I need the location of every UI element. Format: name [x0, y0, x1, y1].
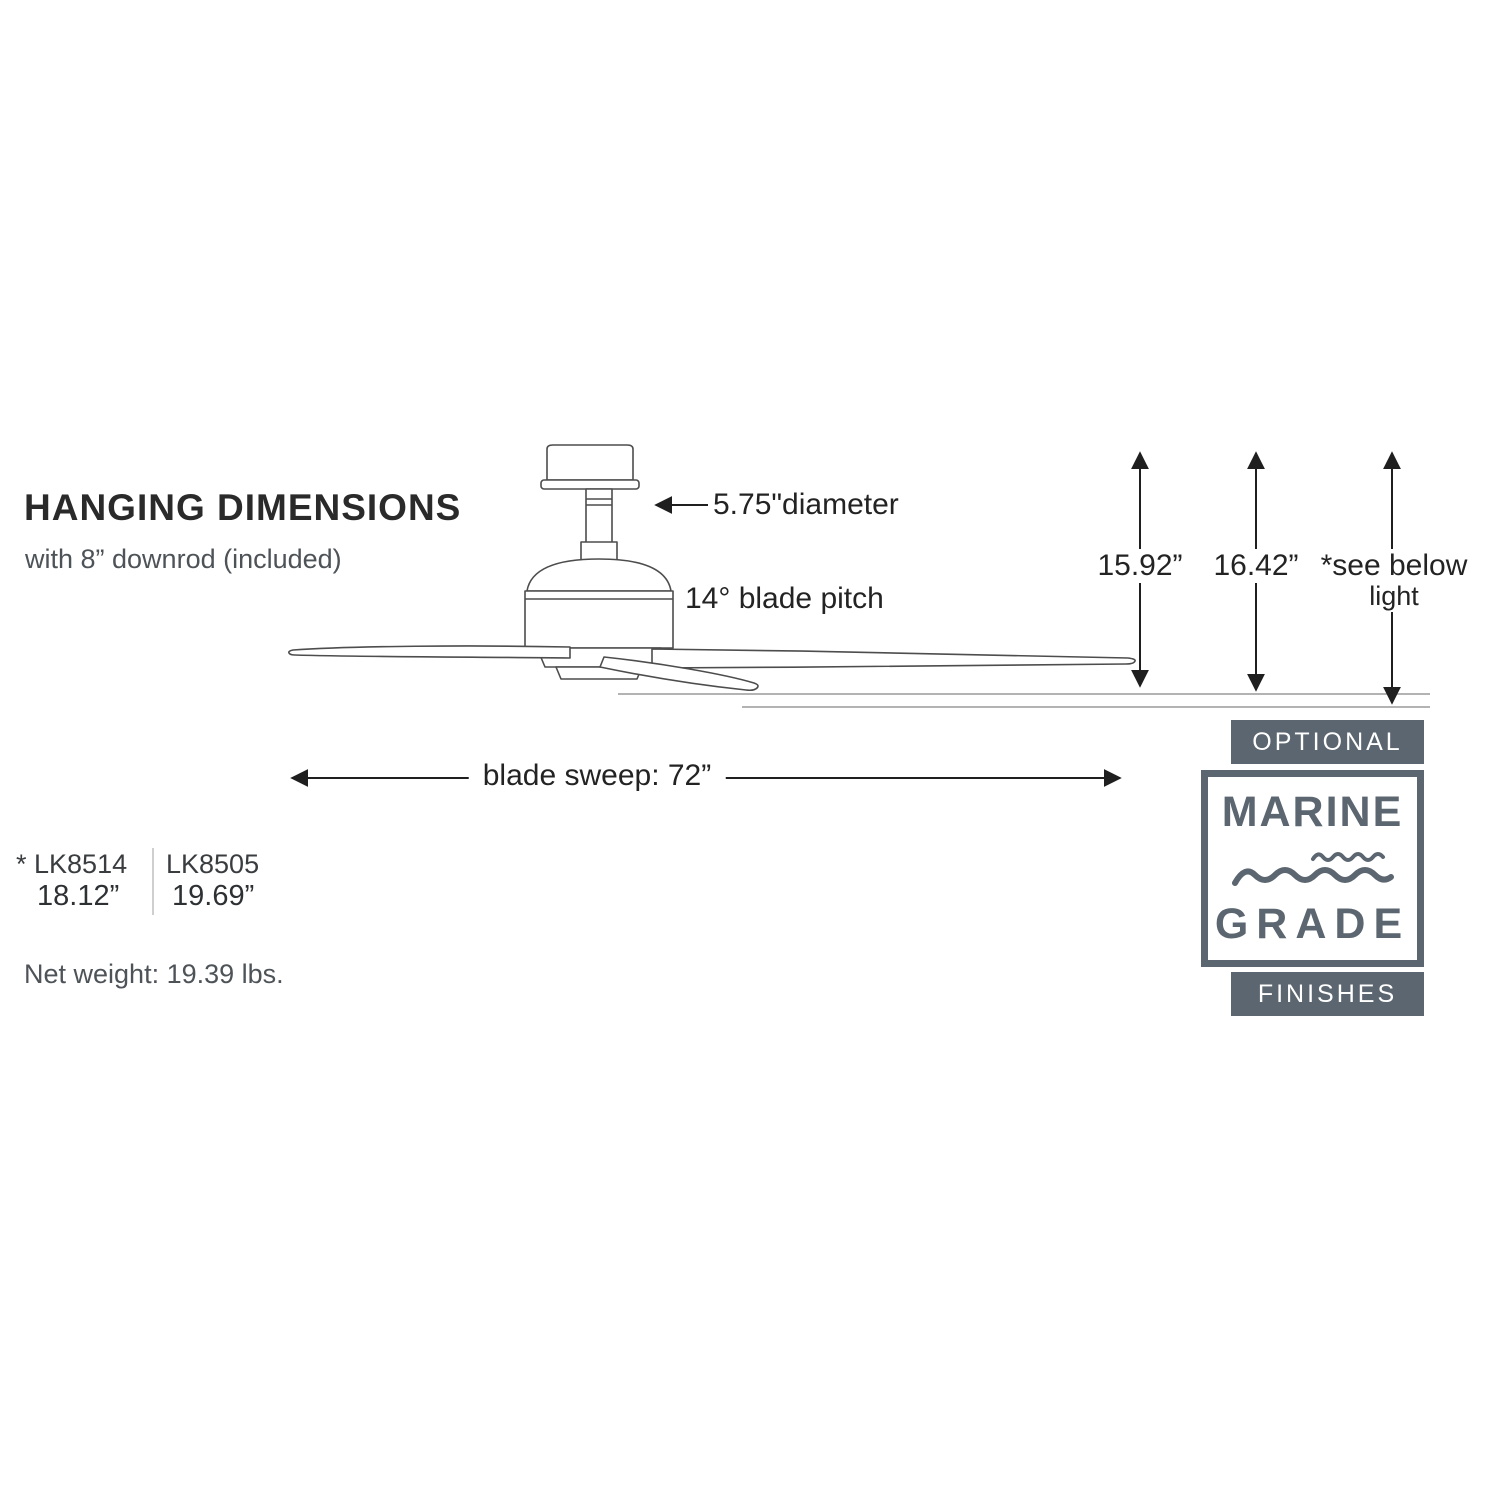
badge-finishes-bar: FINISHES [1231, 972, 1424, 1016]
height-alt-label: 16.42” [1208, 549, 1304, 583]
page-subtitle: with 8” downrod (included) [25, 544, 342, 574]
downrod-diameter-label: 5.75"diameter [713, 488, 899, 521]
height-standard-label: 15.92” [1092, 549, 1188, 583]
page-title: HANGING DIMENSIONS [24, 487, 462, 528]
light-kit-1-model: * LK8514 [16, 849, 128, 879]
marine-grade-badge: MARINE GRADE [1201, 770, 1424, 967]
height-with-light-label: *see below [1315, 549, 1473, 583]
blade-pitch-label: 14° blade pitch [685, 582, 884, 615]
blade-sweep-label: blade sweep: 72” [468, 759, 726, 793]
light-kit-1-height: 18.12” [37, 880, 120, 912]
light-kit-divider [152, 848, 154, 915]
waves-icon [1231, 851, 1394, 886]
height-with-light-sublabel: light [1364, 581, 1424, 612]
badge-optional-bar: OPTIONAL [1231, 720, 1424, 764]
net-weight-label: Net weight: 19.39 lbs. [24, 959, 284, 989]
light-kit-2-model: LK8505 [166, 849, 260, 879]
badge-word-grade: GRADE [1214, 899, 1411, 948]
badge-word-marine: MARINE [1221, 788, 1404, 837]
light-kit-2-height: 19.69” [172, 880, 255, 912]
